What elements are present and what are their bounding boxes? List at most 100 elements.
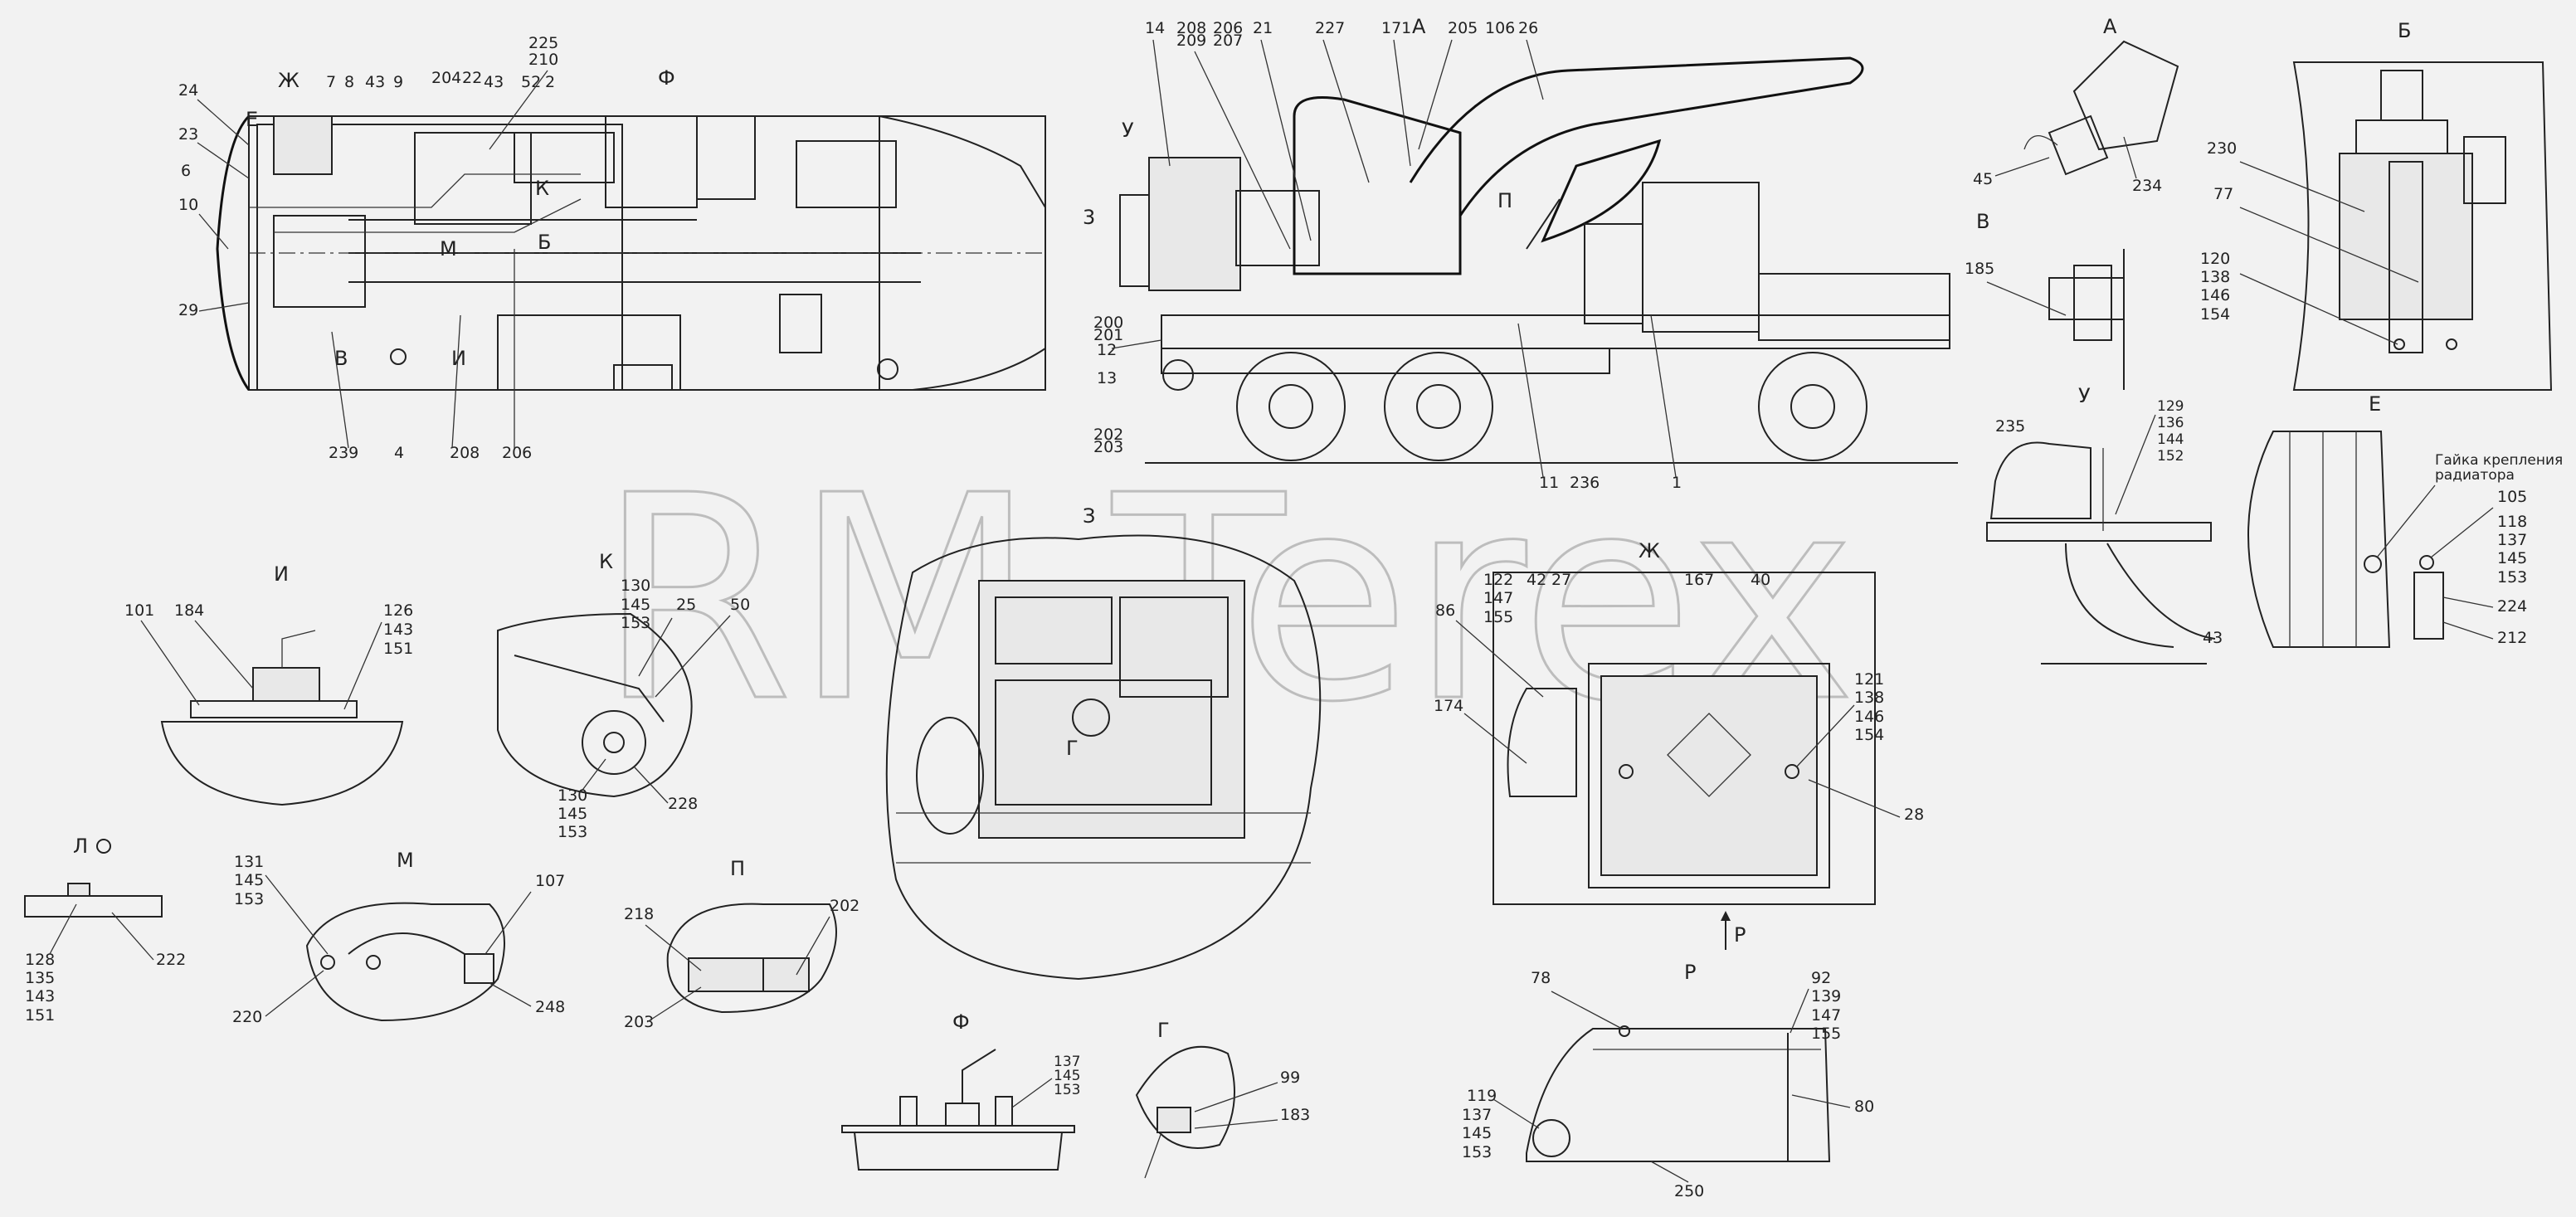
view-L-detail: Л 128 135 143 151 222 — [24, 835, 186, 1025]
callout-view-f-labels-2: 153 — [1054, 1082, 1080, 1098]
callout-overview-top-labels-13: 210 — [528, 51, 558, 69]
callout-view-zh-labels-1: 122 — [1483, 571, 1513, 589]
callout-view-b-labels-1: 77 — [2213, 185, 2233, 203]
callout-view-m-title: М — [397, 849, 414, 872]
callout-view-u-labels-5: 43 — [2203, 629, 2223, 647]
callout-view-zh-labels-4: 42 — [1527, 571, 1546, 589]
callout-overview-top-labels-18: К — [535, 177, 549, 200]
callout-view-f-labels-0: 137 — [1054, 1054, 1080, 1070]
callout-overview-side-labels-19: 202 — [1093, 426, 1123, 444]
callout-overview-side-labels-11: 26 — [1518, 19, 1538, 37]
callout-overview-top-labels-22: И — [451, 347, 466, 370]
callout-view-r-labels-0: 78 — [1531, 969, 1551, 987]
callout-overview-top-labels-2: 6 — [181, 162, 191, 180]
callout-view-b-labels-4: 146 — [2200, 286, 2230, 304]
callout-view-r-labels-5: 119 — [1467, 1087, 1497, 1105]
view-K-detail: К 130 145 153 25 50 130 145 153 228 — [497, 550, 750, 841]
callout-overview-top-labels-4: 29 — [178, 301, 198, 319]
view-F-detail: Ф 137 145 153 — [841, 1010, 1080, 1171]
callout-view-e-note-line2: радиатора — [2435, 467, 2515, 484]
callout-view-g-title: Г — [1157, 1019, 1170, 1042]
callout-view-i-labels-0: 101 — [124, 601, 154, 620]
callout-view-v-title: В — [1976, 210, 1989, 233]
callout-view-p-labels-0: 218 — [624, 905, 654, 923]
callout-view-m-labels-4: 220 — [232, 1008, 262, 1026]
callout-view-k-labels-7: 153 — [558, 823, 587, 841]
callout-overview-top-labels-17: Ф — [658, 66, 675, 90]
callout-overview-side-labels-22: 236 — [1570, 474, 1600, 492]
callout-view-r-labels-9: 80 — [1854, 1098, 1874, 1116]
excavator-side-view — [1119, 56, 1958, 464]
callout-view-zh-labels-6: 167 — [1684, 571, 1714, 589]
callout-view-u-labels-2: 136 — [2157, 415, 2184, 431]
callout-view-b-labels-0: 230 — [2207, 139, 2237, 158]
callout-view-zh-labels-5: 27 — [1551, 571, 1571, 589]
callout-overview-top-labels-9: 9 — [393, 73, 403, 91]
view-G-detail: Г 99 183 — [1135, 1019, 1310, 1179]
callout-view-r-labels-3: 147 — [1811, 1006, 1841, 1025]
callout-overview-top-labels-3: 10 — [178, 196, 198, 214]
callout-view-m-labels-5: 248 — [535, 998, 565, 1016]
callout-overview-side-labels-16: 201 — [1093, 326, 1123, 344]
callout-overview-top-labels-19: Б — [538, 231, 551, 254]
callout-overview-side-labels-10: 106 — [1485, 19, 1515, 37]
callout-view-m-labels-2: 153 — [234, 890, 264, 908]
callout-view-zh-labels-7: 40 — [1751, 571, 1770, 589]
callout-view-v-labels-0: 185 — [1965, 260, 1994, 278]
callout-view-r-labels-8: 153 — [1462, 1143, 1492, 1161]
callout-view-p-labels-2: 203 — [624, 1013, 654, 1031]
callout-view-e-labels-5: 224 — [2497, 597, 2527, 616]
callout-overview-side-labels-14: П — [1497, 189, 1512, 212]
callout-view-r-labels-10: 250 — [1674, 1182, 1704, 1200]
callout-view-u-title: У — [2078, 384, 2091, 407]
callout-view-b-labels-2: 120 — [2200, 250, 2230, 268]
callout-overview-side-labels-9: 205 — [1448, 19, 1478, 37]
callout-view-p-labels-1: 202 — [830, 897, 859, 915]
callout-view-e-labels-0: 105 — [2497, 488, 2527, 506]
callout-view-zh-title: Ж — [1639, 539, 1660, 562]
callout-view-k-labels-3: 25 — [676, 596, 696, 614]
callout-overview-side-labels-3: 206 — [1213, 19, 1243, 37]
callout-view-i-labels-1: 184 — [174, 601, 204, 620]
callout-view-zh-labels-10: 138 — [1854, 689, 1884, 707]
callout-overview-top-labels-26: 206 — [502, 444, 532, 462]
callout-overview-side-labels-0: 14 — [1145, 19, 1165, 37]
callout-overview-side-labels-8: А — [1412, 15, 1426, 38]
callout-view-l-labels-4: 222 — [156, 951, 186, 969]
callout-overview-side-labels-20: 203 — [1093, 438, 1123, 456]
callout-overview-side-labels-6: 227 — [1315, 19, 1345, 37]
callout-view-e-title: Е — [2369, 392, 2381, 416]
callout-view-e-labels-2: 137 — [2497, 531, 2527, 549]
callout-overview-top-labels-10: 204 — [431, 69, 461, 87]
callout-overview-side-labels-13: 3 — [1083, 206, 1095, 229]
callout-view-k-labels-8: 228 — [668, 795, 698, 813]
callout-view-zh-labels-8: 174 — [1434, 697, 1463, 715]
callout-overview-top-labels-11: 22 — [462, 69, 482, 87]
callout-view-r-labels-7: 145 — [1462, 1124, 1492, 1142]
callout-overview-side-labels-2: 209 — [1176, 32, 1206, 50]
callout-overview-side-labels-21: 11 — [1539, 474, 1559, 492]
callout-view-l-title: Л — [73, 835, 88, 858]
callout-overview-top-labels-5: Ж — [278, 69, 299, 92]
callout-overview-top-labels-12: 225 — [528, 34, 558, 52]
callout-overview-top-labels-14: 43 — [484, 73, 504, 91]
callout-overview-top-labels-16: 2 — [545, 73, 555, 91]
callout-view-zh-labels-2: 147 — [1483, 589, 1513, 607]
view-I-detail: И 101 184 126 143 151 — [124, 562, 413, 806]
callout-view-u-labels-1: 129 — [2157, 398, 2184, 415]
callout-view-u-labels-3: 144 — [2157, 431, 2184, 448]
callout-overview-side-labels-17: 12 — [1097, 341, 1117, 359]
callout-view-a-labels-1: 234 — [2132, 177, 2162, 195]
callout-view-m-labels-0: 131 — [234, 853, 264, 871]
callout-view-f-title: Ф — [952, 1010, 970, 1034]
callout-overview-top-labels-0: 24 — [178, 81, 198, 100]
view-B-detail: Б 230 77 120 138 146 154 — [2200, 19, 2553, 391]
callout-overview-side-labels-15: 200 — [1093, 314, 1123, 332]
callout-overview-top-labels-21: В — [334, 347, 348, 370]
callout-view-e-labels-6: 212 — [2497, 629, 2527, 647]
callout-view-u-labels-4: 152 — [2157, 448, 2184, 465]
callout-overview-side-labels-4: 207 — [1213, 32, 1243, 50]
callout-overview-side-labels-1: 208 — [1176, 19, 1206, 37]
callout-overview-top-labels-23: 239 — [329, 444, 358, 462]
